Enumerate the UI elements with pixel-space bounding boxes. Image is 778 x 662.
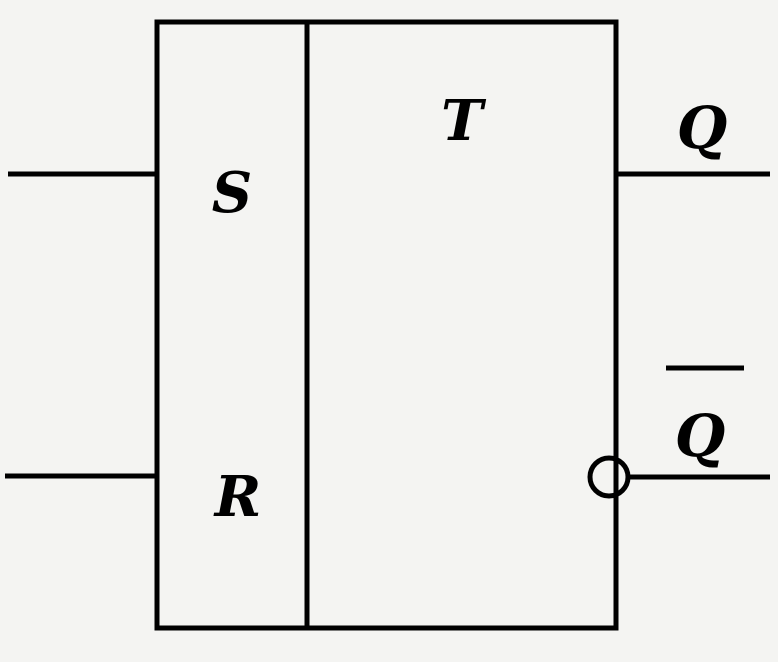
t-label: T [441, 88, 487, 154]
flip-flop-body [154, 19, 619, 631]
s-label: S [212, 160, 252, 226]
r-label: R [213, 464, 262, 530]
q-bar-label: Q [675, 402, 726, 470]
inversion-bubble [587, 455, 631, 499]
q-label: Q [677, 94, 728, 162]
